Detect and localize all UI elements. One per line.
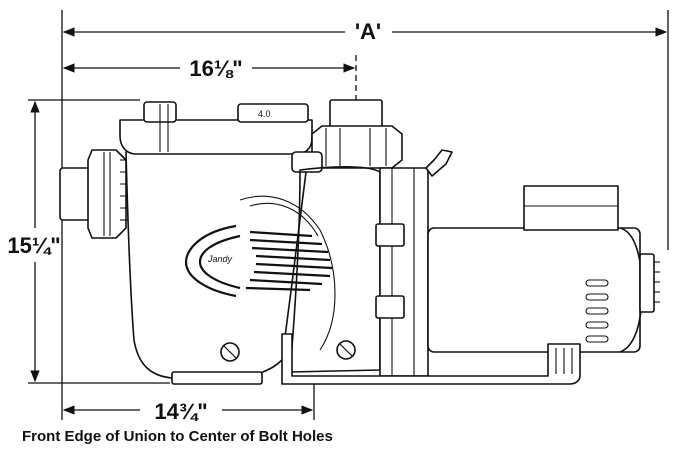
dimension-bolt-holes-label: 14¾" [154, 399, 207, 424]
dimension-height-label: 15¼" [7, 233, 60, 258]
lid-badge: 4.0 [258, 109, 271, 119]
lid-knob-right [237, 103, 309, 123]
brand-mark: Jandy [207, 254, 233, 264]
motor-body [427, 227, 641, 353]
motor-vents [585, 279, 609, 343]
strainer-lid [119, 119, 313, 155]
pump-body: 4.0 [59, 99, 660, 385]
motor-capacitor [523, 185, 619, 231]
dimension-lines [28, 10, 669, 420]
diagram-caption: Front Edge of Union to Center of Bolt Ho… [22, 428, 333, 445]
motor-endcap [639, 253, 655, 313]
dimension-a-label: 'A' [355, 19, 381, 44]
pump-base [281, 333, 581, 385]
base-foot [171, 371, 263, 385]
motor-flange [379, 167, 429, 377]
union-nut [87, 149, 127, 239]
logo-fins [184, 224, 333, 298]
dimension-union-to-pot-label: 16⅛" [189, 56, 242, 81]
